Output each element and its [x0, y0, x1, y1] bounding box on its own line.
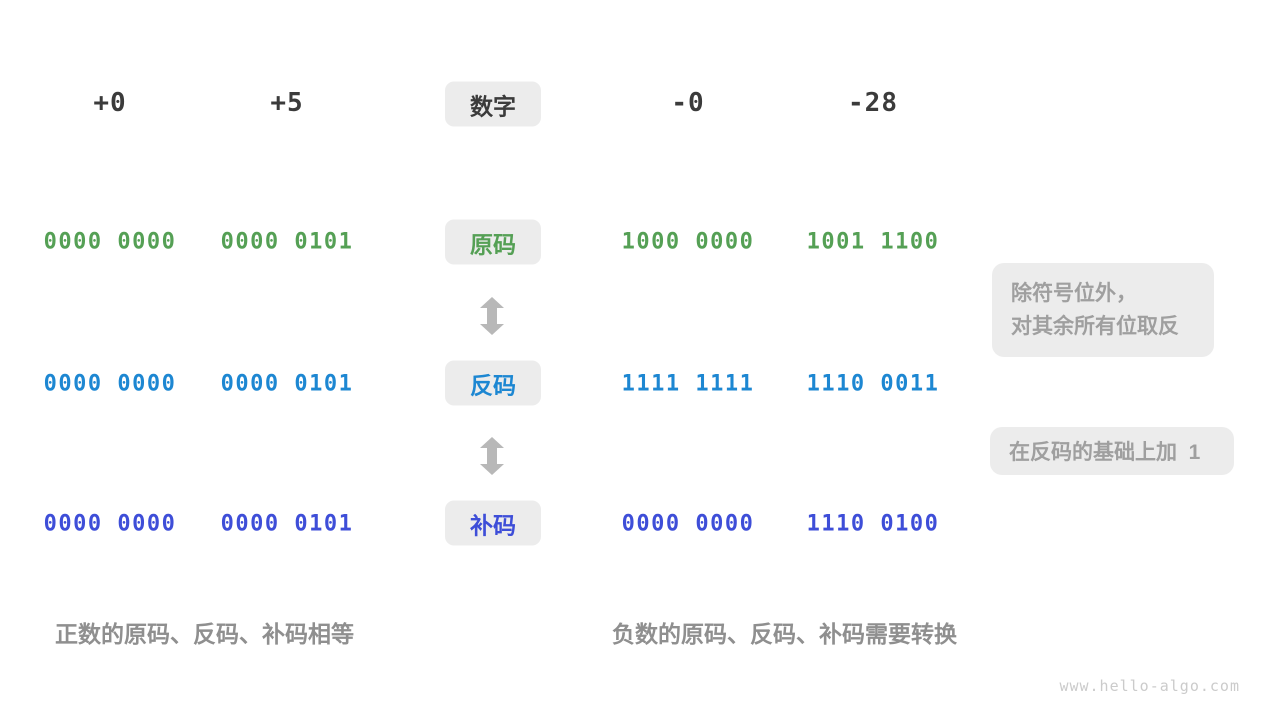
- tag-number: 数字: [445, 81, 541, 127]
- twos-complement-minus28: 1110 0100: [806, 511, 940, 537]
- sign-magnitude-plus5: 0000 0101: [220, 229, 354, 255]
- twos-complement-plus5: 0000 0101: [220, 511, 354, 537]
- note-add-one: 在反码的基础上加 1: [990, 427, 1234, 475]
- up-down-arrow-icon: [480, 437, 504, 475]
- sign-magnitude-plus0: 0000 0000: [43, 229, 177, 255]
- ones-complement-plus5: 0000 0101: [220, 371, 354, 397]
- tag-sign-magnitude: 原码: [445, 219, 541, 265]
- twos-complement-plus0: 0000 0000: [43, 511, 177, 537]
- note-invert-bits: 除符号位外， 对其余所有位取反: [992, 263, 1214, 357]
- ones-complement-minus0: 1111 1111: [621, 371, 755, 397]
- note-invert-line1: 除符号位外，: [1011, 282, 1137, 305]
- ones-complement-plus0: 0000 0000: [43, 371, 177, 397]
- number-plus-5: +5: [270, 88, 304, 118]
- note-invert-line2: 对其余所有位取反: [1011, 315, 1179, 338]
- sign-magnitude-minus0: 1000 0000: [621, 229, 755, 255]
- caption-negative-numbers: 负数的原码、反码、补码需要转换: [612, 621, 957, 647]
- watermark: www.hello-algo.com: [1059, 677, 1240, 695]
- tag-ones-complement: 反码: [445, 360, 541, 406]
- number-minus-0: -0: [671, 88, 705, 118]
- twos-complement-minus0: 0000 0000: [621, 511, 755, 537]
- up-down-arrow-icon: [480, 297, 504, 335]
- sign-magnitude-minus28: 1001 1100: [806, 229, 940, 255]
- ones-complement-minus28: 1110 0011: [806, 371, 940, 397]
- tag-twos-complement: 补码: [445, 500, 541, 546]
- number-minus-28: -28: [848, 88, 898, 118]
- number-plus-0: +0: [93, 88, 127, 118]
- caption-positive-numbers: 正数的原码、反码、补码相等: [55, 621, 354, 647]
